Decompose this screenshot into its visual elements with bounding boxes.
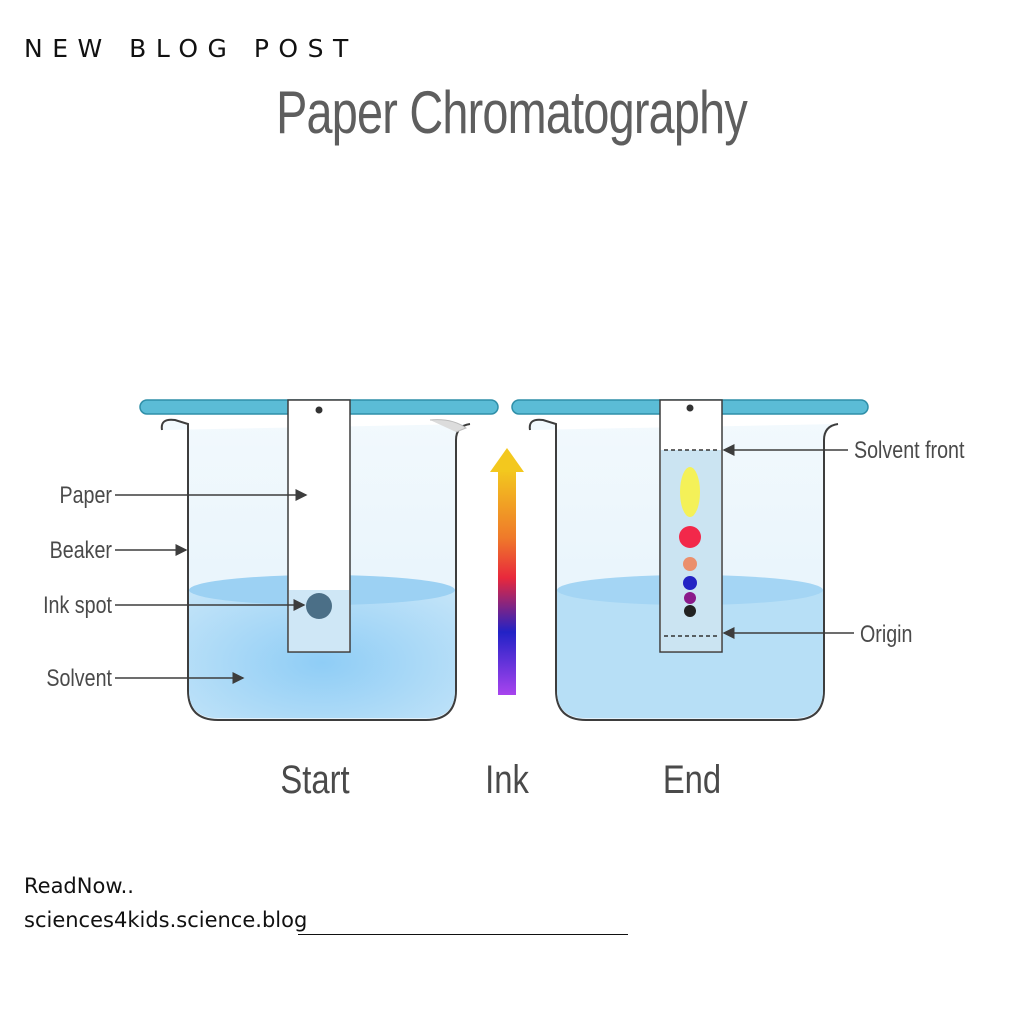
- read-now-text: ReadNow..: [24, 874, 134, 898]
- ink-arrow-head: [490, 448, 524, 472]
- label-beaker: Beaker: [50, 536, 188, 563]
- label-solvent-front-text: Solvent front: [854, 436, 964, 463]
- paper-hole: [686, 404, 694, 412]
- blog-link[interactable]: sciences4kids.science.blog: [24, 908, 308, 932]
- dot-red: [679, 526, 701, 548]
- caption-end: End: [663, 757, 721, 802]
- label-ink-spot-text: Ink spot: [43, 591, 112, 618]
- label-solvent-text: Solvent: [46, 664, 112, 691]
- blog-post-kicker: NEW BLOG POST: [24, 34, 358, 63]
- label-beaker-text: Beaker: [50, 536, 112, 563]
- dot-purple: [684, 592, 696, 604]
- label-origin-text: Origin: [860, 620, 912, 647]
- dot-blue: [683, 576, 697, 590]
- paper-hole: [315, 406, 323, 414]
- dot-black: [684, 605, 696, 617]
- caption-start: Start: [280, 757, 349, 802]
- dot-orange: [683, 557, 697, 571]
- label-origin: Origin: [722, 620, 912, 647]
- start-beaker: [139, 399, 499, 721]
- label-solvent: Solvent: [46, 664, 245, 691]
- start-beaker-spout: [429, 419, 468, 433]
- dot-yellow: [680, 467, 700, 517]
- link-underline: [298, 934, 628, 935]
- page-title: Paper Chromatography: [276, 79, 748, 146]
- ink-arrow: [490, 448, 524, 695]
- ink-arrow-shaft: [498, 470, 516, 695]
- label-solvent-front: Solvent front: [722, 436, 964, 463]
- end-beaker: [511, 399, 869, 721]
- label-paper-text: Paper: [59, 481, 112, 508]
- label-ink-spot: Ink spot: [43, 591, 306, 618]
- ink-spot: [306, 593, 332, 619]
- label-paper: Paper: [59, 481, 308, 508]
- caption-ink: Ink: [485, 757, 529, 802]
